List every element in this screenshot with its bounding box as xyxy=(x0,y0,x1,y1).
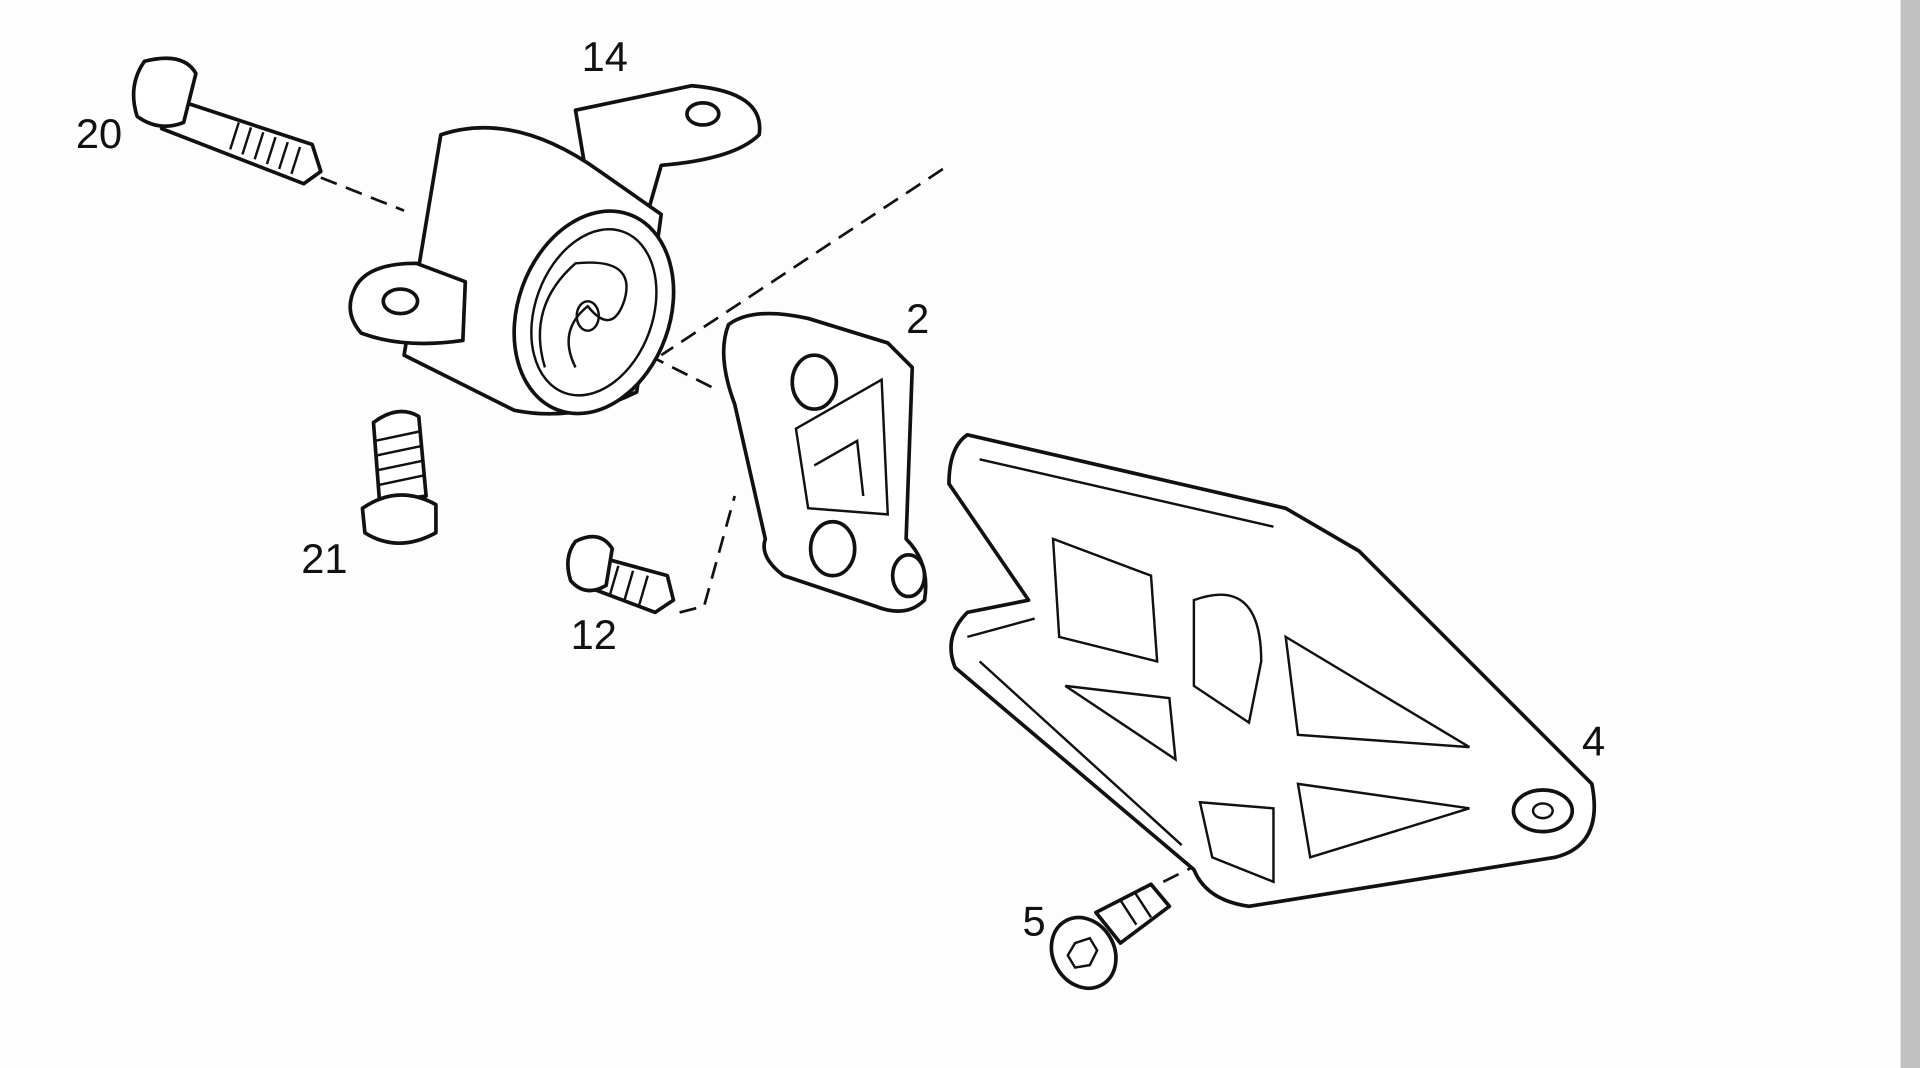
engine-mount-14 xyxy=(348,83,762,416)
callout-12: 12 xyxy=(571,611,617,658)
callout-21: 21 xyxy=(301,535,347,582)
bolt-12 xyxy=(566,534,676,615)
callout-5: 5 xyxy=(1022,898,1045,945)
bolt-20 xyxy=(131,56,323,186)
assembly-line-bolt-12 xyxy=(679,495,736,614)
callout-20: 20 xyxy=(76,110,122,157)
assembly-line-mount-bracket xyxy=(599,167,944,391)
socket-bolt-5 xyxy=(1049,882,1172,991)
stud-bolt-21 xyxy=(360,409,438,545)
callout-14: 14 xyxy=(582,33,628,80)
bracket-2 xyxy=(721,311,928,613)
callout-4: 4 xyxy=(1582,718,1605,765)
vertical-scrollbar[interactable] xyxy=(1900,0,1920,1068)
callout-2: 2 xyxy=(906,295,929,342)
bracket-4 xyxy=(947,432,1597,909)
assembly-line-bolt-20 xyxy=(320,176,405,212)
